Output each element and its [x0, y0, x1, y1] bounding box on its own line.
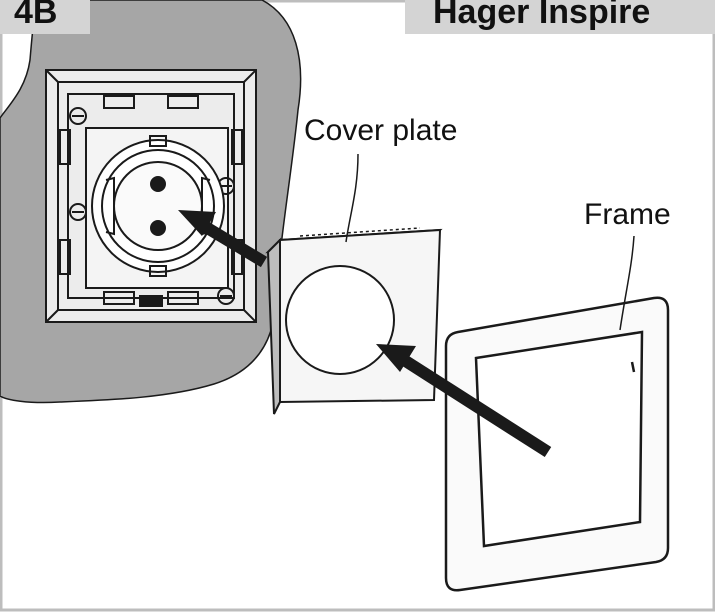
step-label: 4B [0, 0, 90, 34]
frame-leader [619, 235, 635, 331]
frame-label: Frame [584, 198, 671, 231]
arrow-insert-to-plate [178, 210, 268, 268]
cover-plate [265, 227, 443, 415]
socket-insert [91, 135, 225, 277]
frame [444, 296, 670, 592]
cover-plate-leader [345, 153, 359, 243]
cover-plate-label: Cover plate [304, 114, 458, 147]
brand-label: Hager Inspire [405, 0, 715, 34]
arrow-frame-to-cover [376, 344, 552, 458]
